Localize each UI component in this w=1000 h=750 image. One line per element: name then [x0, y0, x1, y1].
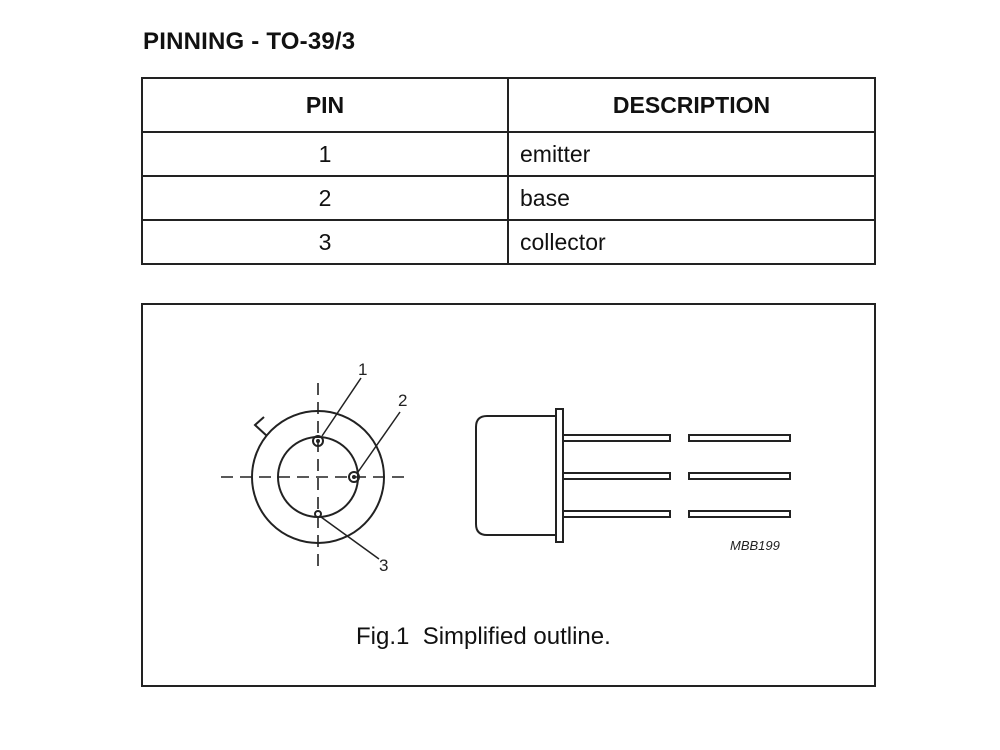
- table-header-row: PIN DESCRIPTION: [141, 77, 876, 133]
- pin-description: collector: [507, 219, 876, 265]
- package-tab: [253, 416, 268, 437]
- lead-3-inner: [562, 510, 671, 518]
- lead-1-outer: [688, 434, 791, 442]
- outline-drawing: 1 2 3: [221, 360, 791, 575]
- section-title: PINNING - TO-39/3: [143, 28, 356, 55]
- lead-2-inner: [562, 472, 671, 480]
- leader-line-2: [357, 411, 401, 473]
- pin-number: 3: [141, 219, 509, 265]
- pin-label-2: 2: [398, 391, 407, 410]
- pin-label-1: 1: [358, 360, 367, 379]
- leader-line-3: [320, 516, 380, 560]
- figure-box: 1 2 3 MBB199 Fig.1 Simplified outline.: [141, 303, 876, 687]
- table-row: 2 base: [141, 175, 876, 221]
- package-can: [475, 415, 557, 536]
- side-view: [475, 408, 791, 543]
- pin-description: emitter: [507, 131, 876, 177]
- figure-caption: Fig.1 Simplified outline.: [356, 623, 611, 650]
- pinning-table: PIN DESCRIPTION 1 emitter 2 base 3 colle…: [141, 77, 876, 265]
- pin-1-marker: [312, 435, 324, 447]
- lead-2-outer: [688, 472, 791, 480]
- bottom-view: [221, 377, 409, 567]
- lead-3-outer: [688, 510, 791, 518]
- pin-2-marker: [348, 471, 360, 483]
- pin-label-3: 3: [379, 556, 388, 575]
- pin-number: 2: [141, 175, 509, 221]
- package-flange: [555, 408, 564, 543]
- drawing-code: MBB199: [730, 538, 780, 553]
- leader-line-1: [321, 377, 362, 437]
- pin-description: base: [507, 175, 876, 221]
- pin-number: 1: [141, 131, 509, 177]
- header-description: DESCRIPTION: [507, 77, 876, 133]
- lead-1-inner: [562, 434, 671, 442]
- table-row: 1 emitter: [141, 131, 876, 177]
- pin-labels: 1 2 3: [358, 360, 407, 575]
- table-row: 3 collector: [141, 219, 876, 265]
- pin-3-marker: [314, 510, 322, 518]
- header-pin: PIN: [141, 77, 509, 133]
